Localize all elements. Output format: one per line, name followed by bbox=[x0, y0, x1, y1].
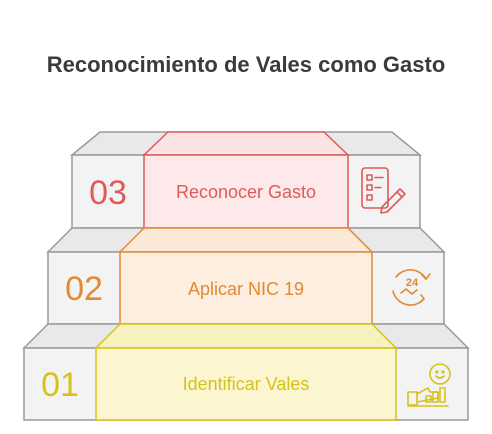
checklist-pencil-icon bbox=[361, 167, 406, 214]
step-2: 02 Aplicar NIC 19 24 bbox=[46, 227, 446, 325]
step-1-center-top bbox=[94, 323, 398, 349]
step-3: 03 Reconocer Gasto bbox=[69, 131, 423, 229]
step-1-number: 01 bbox=[41, 366, 79, 404]
step-3-number: 03 bbox=[89, 174, 127, 212]
step-1-label: Identificar Vales bbox=[183, 374, 310, 394]
step-3-label: Reconocer Gasto bbox=[176, 182, 316, 202]
step-1-center-front bbox=[95, 347, 397, 421]
24-hours-service-icon: 24 bbox=[392, 269, 431, 306]
step-2-center-front bbox=[119, 251, 373, 325]
step-2-center-top bbox=[118, 227, 374, 253]
step-1: 01 Identificar Vales bbox=[22, 323, 470, 421]
step-2-label: Aplicar NIC 19 bbox=[188, 279, 304, 299]
step-3-center-front bbox=[143, 154, 349, 229]
customer-satisfaction-icon bbox=[407, 363, 451, 407]
step-2-number: 02 bbox=[65, 270, 103, 308]
diagram-title: Reconocimiento de Vales como Gasto bbox=[46, 52, 446, 77]
svg-text:24: 24 bbox=[406, 277, 419, 289]
step-3-center-top bbox=[142, 131, 350, 156]
